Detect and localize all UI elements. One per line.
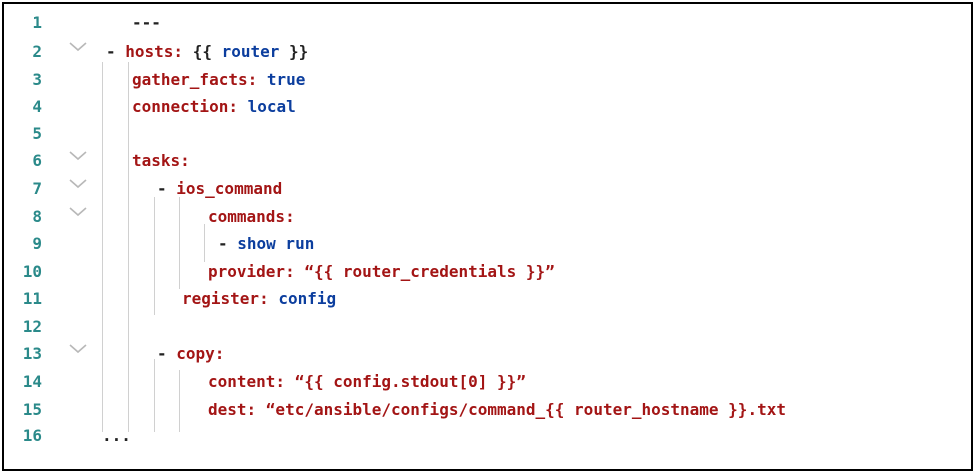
code-line[interactable]: 7 - ios_command xyxy=(4,176,971,203)
indent-guide xyxy=(154,197,155,315)
code-text: gather_facts: true xyxy=(132,70,305,89)
code-token: true xyxy=(266,70,306,89)
code-token: register: xyxy=(182,289,279,308)
code-token: connection: xyxy=(132,97,248,116)
code-text: tasks: xyxy=(132,151,190,170)
line-number: 13 xyxy=(22,344,42,363)
code-text: dest: “etc/ansible/configs/command_{{ ro… xyxy=(208,400,786,419)
line-number: 16 xyxy=(22,426,42,445)
code-line[interactable]: 9 - show run xyxy=(4,231,971,258)
code-line[interactable]: 14 content: “{{ config.stdout[0] }}” xyxy=(4,369,971,396)
chevron-down-icon[interactable] xyxy=(68,39,88,53)
line-number: 11 xyxy=(22,289,42,308)
code-line[interactable]: 3 gather_facts: true xyxy=(4,67,971,94)
indent-guide xyxy=(128,62,129,432)
line-number: 14 xyxy=(22,372,42,391)
code-token: - xyxy=(157,344,177,363)
code-token: }} xyxy=(279,42,309,61)
code-line[interactable]: 12 xyxy=(4,314,971,341)
code-line[interactable]: 15 dest: “etc/ansible/configs/command_{{ … xyxy=(4,397,971,424)
line-number: 4 xyxy=(32,97,42,116)
code-token: content: xyxy=(208,372,295,391)
code-token: local xyxy=(247,97,296,116)
indent-guide xyxy=(102,62,103,432)
code-token: - xyxy=(157,179,177,198)
code-token: {{ xyxy=(192,42,222,61)
line-number: 3 xyxy=(32,70,42,89)
code-token: “{{ router_credentials }}” xyxy=(304,262,555,281)
line-number: 6 xyxy=(32,151,42,170)
chevron-down-icon[interactable] xyxy=(68,148,88,162)
code-line[interactable]: 4 connection: local xyxy=(4,94,971,121)
code-token: router xyxy=(221,42,280,61)
code-line[interactable]: 10 provider: “{{ router_credentials }}” xyxy=(4,259,971,286)
line-number: 2 xyxy=(32,42,42,61)
code-line[interactable]: 16... xyxy=(4,423,971,450)
code-token: provider: xyxy=(208,262,305,281)
code-token: --- xyxy=(132,13,161,32)
line-number: 15 xyxy=(22,400,42,419)
code-line[interactable]: 11 register: config xyxy=(4,286,971,313)
code-line[interactable]: 8 commands: xyxy=(4,204,971,231)
indent-guide xyxy=(204,224,205,262)
line-number: 1 xyxy=(32,13,42,32)
code-text: - copy: xyxy=(157,344,224,363)
code-line[interactable]: 2 - hosts: {{ router }} xyxy=(4,39,971,66)
code-text: - hosts: {{ router }} xyxy=(106,42,308,61)
code-line[interactable]: 13 - copy: xyxy=(4,341,971,368)
code-text: content: “{{ config.stdout[0] }}” xyxy=(208,372,526,391)
code-line[interactable]: 1 --- xyxy=(4,10,971,37)
code-token: commands: xyxy=(208,207,295,226)
line-number: 8 xyxy=(32,207,42,226)
code-text: - ios_command xyxy=(157,179,282,198)
code-token: “etc/ansible/configs/command_{{ router_h… xyxy=(265,400,786,419)
chevron-down-icon[interactable] xyxy=(68,204,88,218)
chevron-down-icon[interactable] xyxy=(68,341,88,355)
code-line[interactable]: 6 tasks: xyxy=(4,148,971,175)
code-text: connection: local xyxy=(132,97,296,116)
code-token: - xyxy=(106,42,126,61)
code-token: “{{ config.stdout[0] }}” xyxy=(294,372,526,391)
code-token: - xyxy=(218,234,238,253)
code-text: - show run xyxy=(218,234,314,253)
code-token: hosts: xyxy=(125,42,193,61)
code-token: tasks: xyxy=(132,151,190,170)
code-token: copy: xyxy=(176,344,225,363)
code-text: register: config xyxy=(182,289,336,308)
code-token: show run xyxy=(237,234,315,253)
code-token: dest: xyxy=(208,400,266,419)
line-number: 10 xyxy=(22,262,42,281)
code-text: commands: xyxy=(208,207,295,226)
indent-guide xyxy=(179,370,180,432)
code-text: ... xyxy=(102,426,131,445)
code-line[interactable]: 5 xyxy=(4,121,971,148)
code-token: ios_command xyxy=(176,179,283,198)
code-token: gather_facts: xyxy=(132,70,267,89)
line-number: 12 xyxy=(22,317,42,336)
chevron-down-icon[interactable] xyxy=(68,176,88,190)
line-number: 9 xyxy=(32,234,42,253)
indent-guide xyxy=(179,197,180,289)
indent-guide xyxy=(154,359,155,432)
line-number: 5 xyxy=(32,124,42,143)
code-text: --- xyxy=(132,13,161,32)
code-text: provider: “{{ router_credentials }}” xyxy=(208,262,555,281)
line-number: 7 xyxy=(32,179,42,198)
code-token: ... xyxy=(102,426,131,445)
code-token: config xyxy=(278,289,337,308)
